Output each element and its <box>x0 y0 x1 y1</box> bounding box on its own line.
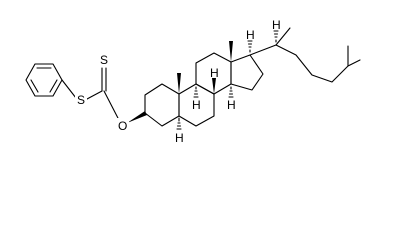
wedge-o-c3 <box>127 111 147 123</box>
wedge-c13-methyl <box>229 41 233 62</box>
phenyl-double-2 <box>49 79 58 93</box>
wedge-c10-methyl <box>177 73 181 94</box>
phenyl-outline <box>25 63 63 97</box>
bond-c20-methyl <box>275 27 291 46</box>
hash-c17-h <box>247 40 253 53</box>
hash-c5-h <box>176 117 182 130</box>
hash-c14-h <box>228 86 234 98</box>
h-label-c14: H <box>227 98 236 112</box>
atom-s-thione: S <box>100 53 108 67</box>
atom-s-thioether: S <box>77 93 85 107</box>
phenyl-double-3 <box>30 79 39 93</box>
phenyl-ring <box>25 63 63 97</box>
h-label-c8: H <box>210 66 219 80</box>
h-label-c9: H <box>192 98 201 112</box>
hash-c20-h <box>273 30 279 43</box>
h-label-c17: H <box>246 28 255 42</box>
bond-s-c <box>86 90 103 100</box>
h-label-c5: H <box>175 131 184 145</box>
ring-d <box>230 54 264 91</box>
bond-phenyl-s <box>61 79 77 99</box>
atom-o: O <box>118 119 127 133</box>
ring-a <box>144 83 180 127</box>
bond-c-o <box>103 90 121 123</box>
side-chain <box>275 44 361 83</box>
h-label-c20: H <box>272 18 281 32</box>
wedge-c8-h <box>212 78 216 94</box>
bond-c17-c20 <box>249 44 277 56</box>
hash-c9-h <box>193 86 199 98</box>
structure-canvas: S S O H H H H H H <box>25 18 361 145</box>
